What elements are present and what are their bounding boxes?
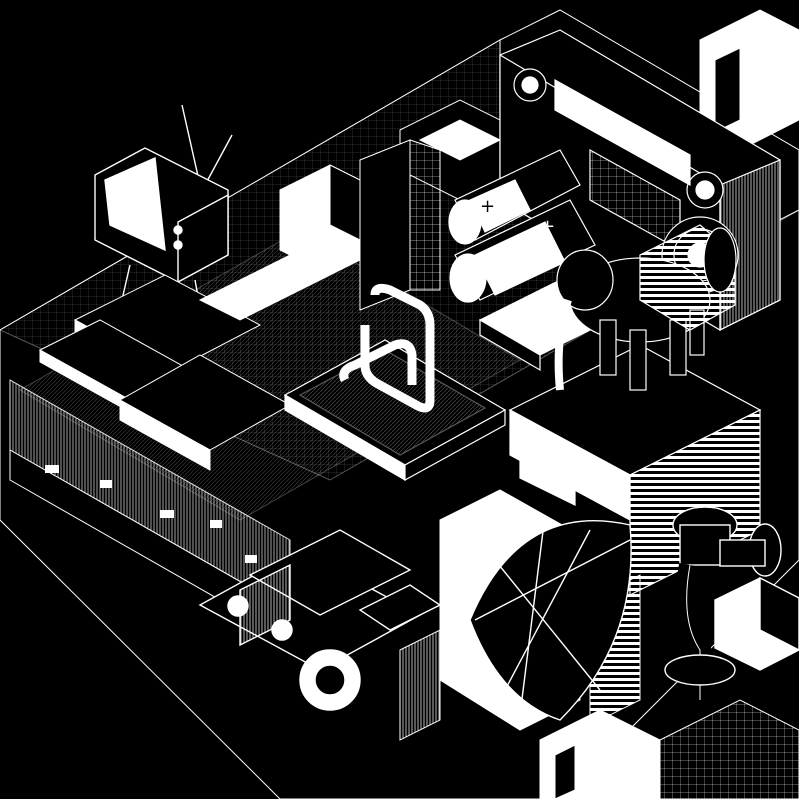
battery-plus-label: + [480, 196, 495, 217]
vintage-car-icon [198, 529, 442, 711]
television-icon [94, 104, 233, 355]
left-platforms [38, 254, 332, 471]
cylinder-drum [639, 224, 737, 331]
battery-icon: + [448, 149, 581, 245]
foreground-buildings [399, 629, 799, 799]
umbrella-icon [469, 514, 632, 721]
battery-icon: + [449, 199, 596, 303]
paperclip-icon [339, 283, 435, 413]
tower [508, 344, 762, 596]
wall-details [45, 465, 257, 563]
pipe-icon [664, 506, 799, 700]
battery-plus-label: + [540, 216, 555, 237]
